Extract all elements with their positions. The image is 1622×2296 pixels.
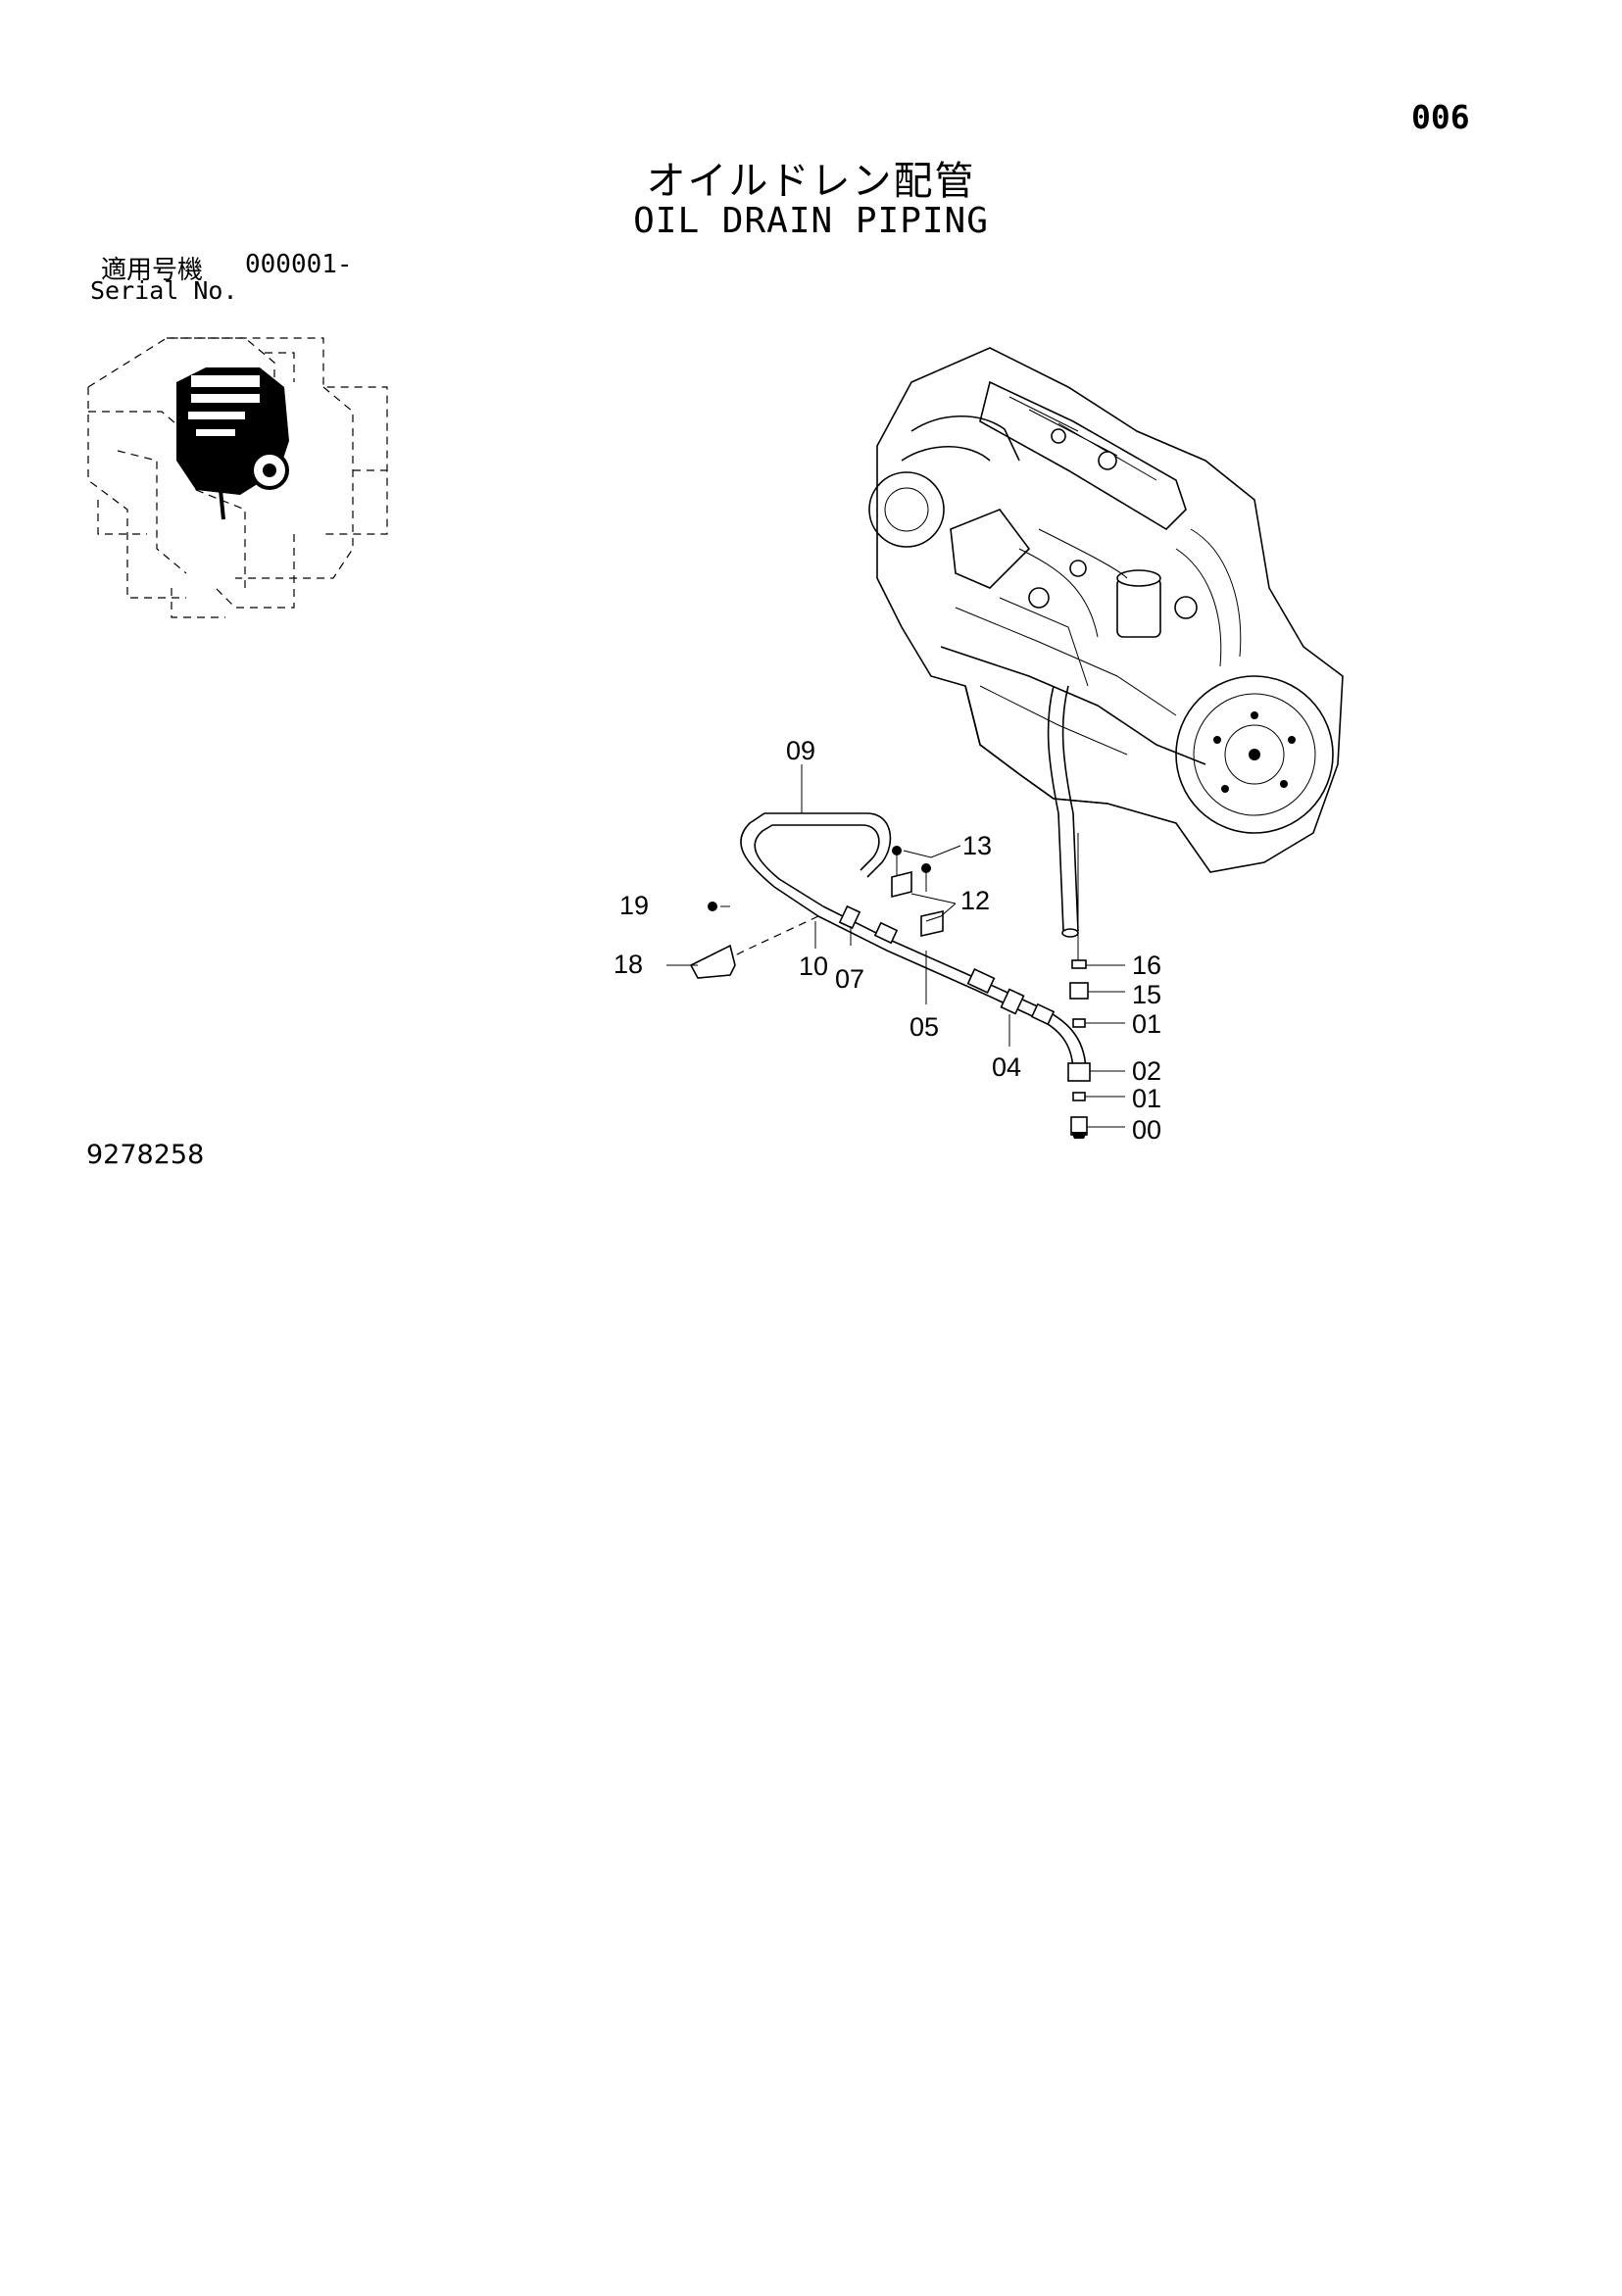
callout-10: 10 [799,952,828,981]
serial-value: 000001- [245,250,353,279]
callout-18: 18 [614,950,643,979]
callout-04: 04 [992,1052,1021,1082]
drain-hose-assembly [689,812,1091,1139]
callout-02: 02 [1132,1056,1161,1086]
callout-13: 13 [962,831,992,860]
callout-01-lower: 01 [1132,1084,1161,1113]
callout-19: 19 [619,891,649,920]
title-english: OIL DRAIN PIPING [633,201,989,241]
callout-00: 00 [1132,1115,1161,1145]
serial-label-english: Serial No. [90,276,238,305]
title-japanese: オイルドレン配管 [646,159,976,204]
callout-09: 09 [786,736,815,765]
locator-thumbnail [87,337,388,618]
callout-16: 16 [1132,951,1161,980]
diagram-code: 9278258 [86,1140,205,1170]
page-number: 006 [1411,98,1470,136]
callout-labels: 09 13 12 19 18 10 07 05 04 16 15 01 02 0… [614,736,1161,1145]
callout-05: 05 [909,1012,939,1042]
engine-assembly [868,347,1344,960]
callout-07: 07 [835,964,864,994]
callout-01-upper: 01 [1132,1009,1161,1039]
callout-12: 12 [960,886,990,915]
callout-15: 15 [1132,980,1161,1009]
serial-label-japanese: 適用号機 [101,256,204,285]
